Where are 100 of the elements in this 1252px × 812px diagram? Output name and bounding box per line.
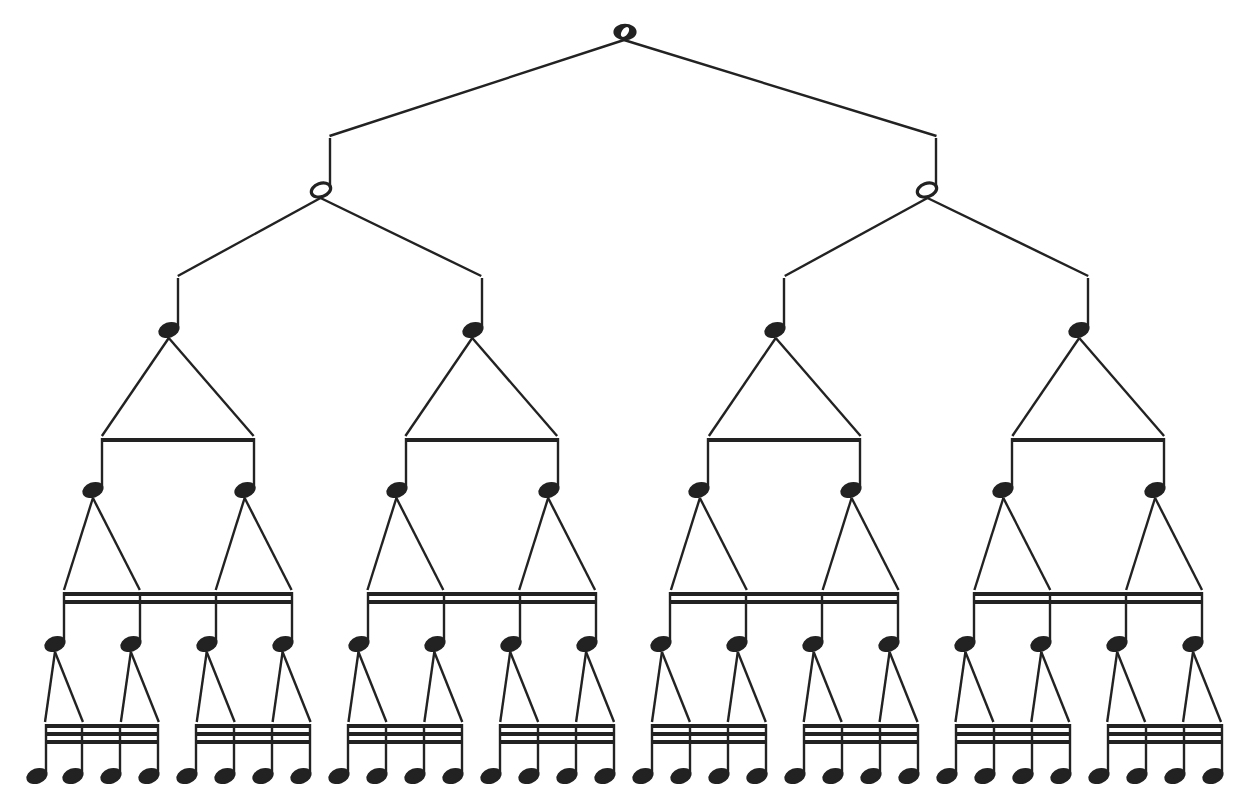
connector-line (784, 196, 929, 278)
connector-line (433, 651, 464, 723)
beamed-note-icon (1144, 438, 1167, 498)
connector-line (574, 651, 588, 723)
connector-line (320, 196, 482, 278)
connector-line (167, 337, 255, 437)
connector-line (214, 497, 246, 591)
beamed-note-icon (499, 592, 522, 652)
connector-line (802, 651, 815, 723)
connector-line (423, 651, 436, 723)
connector-line (177, 196, 322, 278)
beamed-note-icon (954, 592, 977, 652)
beamed-note-icon (1030, 592, 1053, 652)
connector-line (669, 497, 701, 591)
connector-line (271, 651, 284, 723)
quarter-note-icon (157, 278, 180, 338)
beamed-note-icon (556, 724, 579, 784)
beamed-note-icon (1182, 592, 1205, 652)
beamed-note-icon (878, 592, 901, 652)
connector-line (1154, 497, 1204, 591)
connector-line (736, 651, 767, 723)
beamed-note-icon (233, 438, 256, 498)
connector-line (53, 651, 85, 723)
beamed-note-icon (423, 592, 446, 652)
beamed-note-icon (214, 724, 237, 784)
connector-line (43, 651, 57, 723)
half-note-icon (309, 138, 332, 198)
beamed-note-icon (897, 724, 920, 784)
connector-line (404, 337, 474, 437)
beamed-note-icon (726, 592, 749, 652)
beamed-note-icon (347, 592, 370, 652)
connector-line (509, 651, 540, 723)
beamed-note-icon (176, 724, 199, 784)
beamed-note-icon (25, 724, 47, 784)
connector-line (1191, 651, 1223, 723)
beamed-note-icon (81, 438, 104, 498)
beamed-note-icon (1163, 724, 1186, 784)
connector-line (926, 196, 1089, 278)
beamed-note-icon (43, 592, 66, 652)
connector-line (395, 497, 445, 591)
connector-line (878, 651, 891, 723)
connector-line (812, 651, 843, 723)
beamed-note-icon (385, 438, 408, 498)
connector-line (1125, 497, 1157, 591)
connector-line (698, 497, 748, 591)
beamed-note-icon (688, 438, 711, 498)
beamed-note-icon (594, 724, 617, 784)
beamed-note-icon (992, 438, 1015, 498)
beamed-note-icon (859, 724, 882, 784)
connector-line (1181, 651, 1195, 723)
beamed-note-icon (1087, 724, 1110, 784)
beamed-note-icon (669, 724, 692, 784)
beamed-note-icon (935, 724, 958, 784)
connector-line (518, 497, 550, 591)
whole-note-icon (613, 24, 635, 40)
beamed-note-icon (518, 724, 541, 784)
beamed-note-icon (1049, 724, 1072, 784)
quarter-note-icon (764, 278, 787, 338)
beamed-note-icon (575, 592, 598, 652)
beamed-note-icon (480, 724, 503, 784)
connector-line (62, 497, 95, 591)
connector-line (774, 337, 862, 437)
connector-line (584, 651, 616, 723)
connector-line (707, 337, 777, 437)
half-note-icon (916, 138, 939, 198)
beamed-note-icon (707, 724, 730, 784)
connector-line (954, 651, 967, 723)
beamed-note-icon (442, 724, 465, 784)
connector-line (243, 497, 293, 591)
connector-line (499, 651, 512, 723)
beamed-note-icon (783, 724, 806, 784)
beamed-note-icon (62, 724, 85, 784)
beamed-note-icon (119, 592, 142, 652)
quarter-note-icon (1068, 278, 1091, 338)
connector-line (1106, 651, 1119, 723)
beamed-note-icon (195, 592, 218, 652)
connector-line (964, 651, 995, 723)
connector-line (1011, 337, 1081, 437)
connector-line (821, 497, 853, 591)
connector-line (357, 651, 388, 723)
beamed-note-icon (1125, 724, 1148, 784)
beamed-note-icon (537, 438, 560, 498)
connector-line (119, 651, 133, 723)
beamed-note-icon (138, 724, 161, 784)
connector-line (281, 651, 312, 723)
beamed-note-icon (973, 724, 996, 784)
connector-line (660, 651, 691, 723)
connector-line (1040, 651, 1071, 723)
beamed-note-icon (328, 724, 351, 784)
beamed-note-icon (271, 592, 294, 652)
beamed-note-icon (100, 724, 123, 784)
connector-line (1116, 651, 1147, 723)
beamed-note-icon (821, 724, 844, 784)
connector-line (347, 651, 360, 723)
beamed-note-icon (802, 592, 825, 652)
connector-line (547, 497, 597, 591)
connector-line (129, 651, 160, 723)
connector-line (1078, 337, 1165, 437)
connector-line (205, 651, 236, 723)
connector-line (850, 497, 900, 591)
